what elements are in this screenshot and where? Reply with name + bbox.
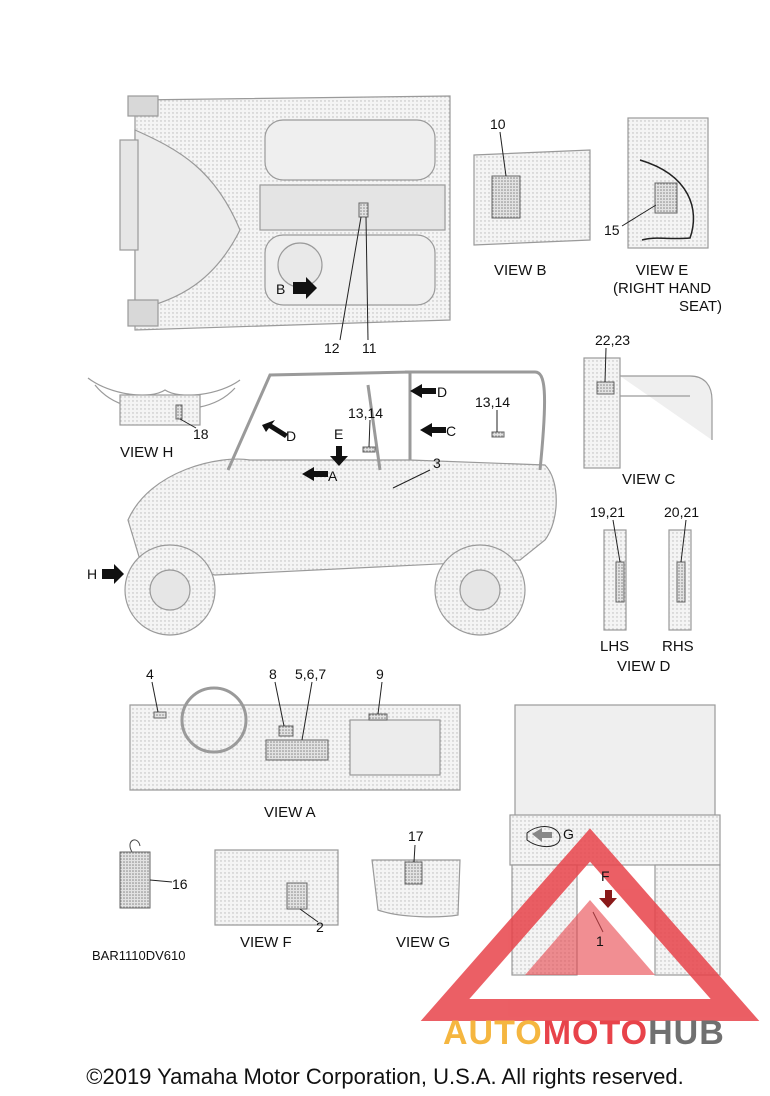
arrow-label-b: B xyxy=(276,281,286,297)
copyright-footer: ©2019 Yamaha Motor Corporation, U.S.A. A… xyxy=(86,1064,684,1089)
view-a-label: VIEW A xyxy=(264,804,316,821)
arrow-label-h: H xyxy=(87,566,98,582)
view-f-label: VIEW F xyxy=(240,934,292,951)
arrow-d-lower-icon xyxy=(262,420,288,438)
callout-13-14-front: 13,14 xyxy=(348,405,384,421)
callout-22-23: 22,23 xyxy=(595,332,631,348)
callout-19-21: 19,21 xyxy=(590,504,626,520)
callout-15: 15 xyxy=(604,222,620,238)
watermark-triangle xyxy=(420,828,760,1021)
callout-9: 9 xyxy=(376,666,384,682)
side-view-vehicle xyxy=(124,370,557,636)
arrow-label-g: G xyxy=(563,826,574,842)
callout-3: 3 xyxy=(433,455,441,471)
callout-4: 4 xyxy=(146,666,154,682)
view-e-subtitle: (RIGHT HAND xyxy=(612,280,712,297)
arrow-label-d-lower: D xyxy=(286,428,297,444)
view-h-label: VIEW H xyxy=(120,444,174,461)
view-c-drawing xyxy=(583,357,713,469)
callout-12: 12 xyxy=(324,340,340,356)
arrow-b-icon xyxy=(293,277,317,299)
view-e-subtitle-2: SEAT) xyxy=(678,298,722,315)
watermark-hub: HUB xyxy=(648,1014,725,1052)
arrow-label-d-upper: D xyxy=(437,384,448,400)
view-a-drawing xyxy=(129,686,461,791)
lhs-label: LHS xyxy=(600,638,630,655)
arrow-label-c: C xyxy=(446,423,457,439)
callout-10: 10 xyxy=(490,116,506,132)
arrow-e-icon xyxy=(330,446,348,466)
tag-16 xyxy=(119,839,173,909)
view-h-drawing xyxy=(87,377,241,426)
view-g-label: VIEW G xyxy=(396,934,451,951)
callout-11: 11 xyxy=(362,340,377,356)
arrow-label-f: F xyxy=(601,868,610,884)
arrow-c-icon xyxy=(420,423,446,437)
watermark-text: AUTOMOTOHUB xyxy=(443,1014,725,1053)
arrow-f-icon xyxy=(599,890,617,908)
label-11-12 xyxy=(358,202,369,218)
arrow-g-icon xyxy=(532,828,552,842)
callout-8: 8 xyxy=(269,666,277,682)
arrow-d-upper-icon xyxy=(410,384,436,398)
arrow-label-e: E xyxy=(334,426,344,442)
view-b-label: VIEW B xyxy=(494,262,547,279)
callout-17: 17 xyxy=(408,828,424,844)
view-b-drawing xyxy=(473,149,591,246)
view-f-drawing xyxy=(214,849,339,926)
callout-18: 18 xyxy=(193,426,209,442)
callout-13-14-rear: 13,14 xyxy=(475,394,511,410)
arrow-h-icon xyxy=(102,564,124,584)
rear-view-vehicle xyxy=(509,704,721,976)
diagram-code: BAR1110DV610 xyxy=(92,948,186,963)
view-g-drawing xyxy=(371,859,461,918)
callout-5-6-7: 5,6,7 xyxy=(295,666,327,682)
top-view-vehicle xyxy=(119,95,451,331)
watermark-auto: AUTO xyxy=(443,1014,543,1052)
callout-1: 1 xyxy=(596,933,604,949)
callout-16: 16 xyxy=(172,876,188,892)
label-10 xyxy=(491,175,521,219)
view-e-title: VIEW E xyxy=(635,262,689,279)
callout-2: 2 xyxy=(316,919,324,935)
arrow-a-icon xyxy=(302,467,328,481)
view-e-label: VIEW E (RIGHT HAND SEAT) xyxy=(602,262,722,316)
arrow-label-a: A xyxy=(328,468,338,484)
label-15 xyxy=(654,182,678,214)
callout-20-21: 20,21 xyxy=(664,504,700,520)
rhs-label: RHS xyxy=(662,638,694,655)
view-c-label: VIEW C xyxy=(622,471,676,488)
view-d-label: VIEW D xyxy=(617,658,671,675)
watermark-moto: MOTO xyxy=(542,1014,649,1052)
